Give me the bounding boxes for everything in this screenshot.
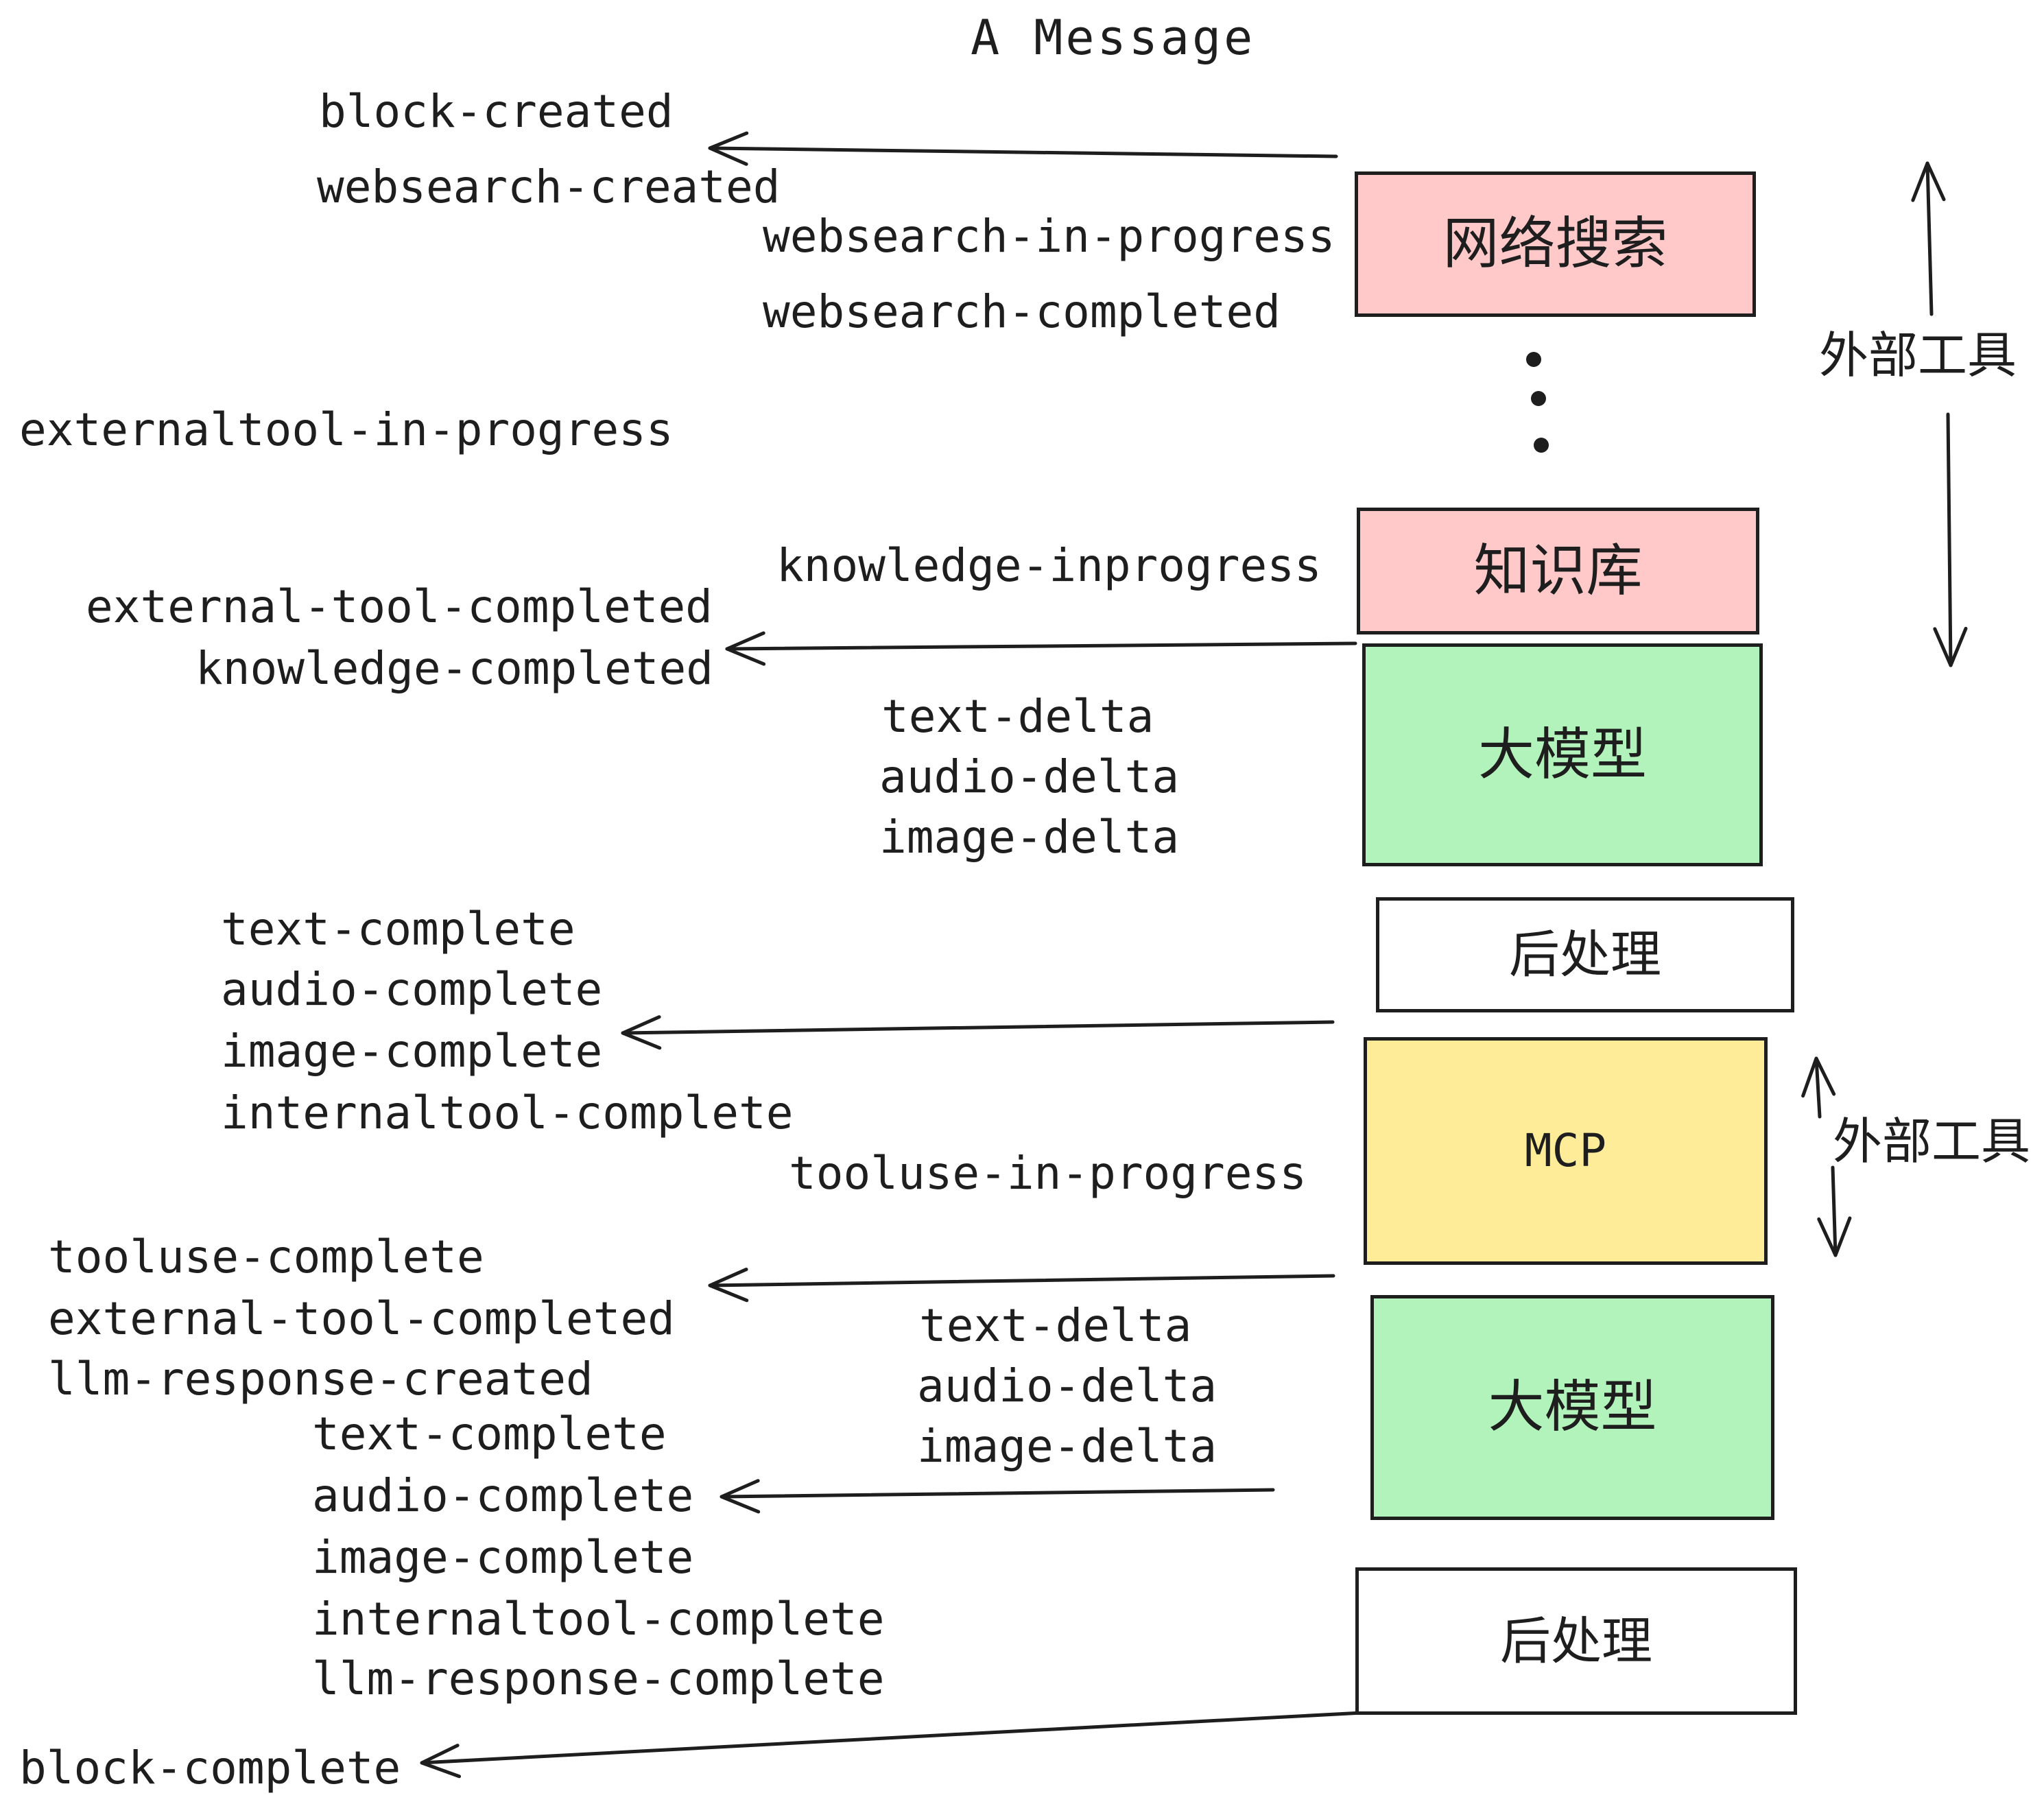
event-label: knowledge-completed xyxy=(195,642,713,695)
ellipsis-dot xyxy=(1534,438,1549,453)
event-label: audio-delta xyxy=(917,1360,1217,1412)
event-label: block-complete xyxy=(19,1742,401,1794)
event-label: audio-delta xyxy=(879,750,1180,803)
ellipsis-dot xyxy=(1531,391,1546,406)
event-label: audio-complete xyxy=(221,963,603,1016)
box-post-process-1: 后处理 xyxy=(1376,897,1794,1012)
box-label: 知识库 xyxy=(1473,538,1643,604)
box-label: 大模型 xyxy=(1488,1375,1657,1440)
event-label: text-delta xyxy=(881,690,1154,743)
arrow-external-tool-up-2 xyxy=(1801,1056,1836,1119)
event-label: tooluse-complete xyxy=(48,1231,484,1283)
event-label: externaltool-in-progress xyxy=(19,403,674,456)
arrow-external-tool-up-1 xyxy=(1911,161,1946,316)
event-label: audio-complete xyxy=(312,1469,694,1522)
event-label: image-complete xyxy=(312,1531,694,1584)
arrow-to-audio-complete xyxy=(720,1479,1275,1514)
box-knowledge-base: 知识库 xyxy=(1357,508,1759,634)
box-mcp: MCP xyxy=(1364,1037,1768,1265)
event-label: knowledge-inprogress xyxy=(776,539,1322,592)
event-label: text-complete xyxy=(312,1408,667,1460)
side-label-external-tools: 外部工具 xyxy=(1833,1113,2031,1170)
event-label: image-delta xyxy=(917,1420,1217,1473)
event-label: llm-response-complete xyxy=(312,1652,885,1705)
event-label: image-complete xyxy=(221,1025,603,1078)
box-label: 后处理 xyxy=(1500,1611,1652,1671)
event-label: external-tool-completed xyxy=(86,580,713,633)
event-label: websearch-in-progress xyxy=(763,210,1335,263)
box-llm-1: 大模型 xyxy=(1362,643,1763,866)
event-label: internaltool-complete xyxy=(312,1593,885,1646)
box-post-process-2: 后处理 xyxy=(1355,1567,1797,1715)
event-label: tooluse-in-progress xyxy=(789,1147,1307,1200)
box-label: MCP xyxy=(1524,1124,1607,1177)
arrow-to-tooluse-complete xyxy=(708,1268,1335,1303)
box-llm-2: 大模型 xyxy=(1370,1295,1774,1520)
event-label: external-tool-completed xyxy=(48,1292,675,1345)
arrow-external-tool-down-1 xyxy=(1933,412,1968,667)
arrow-to-block-complete xyxy=(420,1711,1364,1779)
arrow-to-image-complete xyxy=(621,1015,1335,1050)
arrow-to-knowledge-completed xyxy=(725,631,1357,666)
ellipsis-dot xyxy=(1526,352,1541,367)
event-label: image-delta xyxy=(879,811,1180,864)
event-label: internaltool-complete xyxy=(221,1087,794,1139)
event-label: text-complete xyxy=(221,903,575,956)
event-label: websearch-created xyxy=(317,161,781,213)
event-label: websearch-completed xyxy=(763,285,1281,338)
arrow-to-block-created xyxy=(708,131,1338,166)
box-websearch: 网络搜索 xyxy=(1355,171,1756,317)
box-label: 大模型 xyxy=(1477,722,1647,787)
event-label: block-created xyxy=(319,85,674,138)
arrow-external-tool-down-2 xyxy=(1817,1165,1852,1257)
box-label: 网络搜索 xyxy=(1442,211,1668,276)
diagram-title: A Message xyxy=(971,10,1256,66)
box-label: 后处理 xyxy=(1509,925,1661,984)
event-label: llm-response-created xyxy=(48,1353,593,1405)
event-label: text-delta xyxy=(919,1299,1192,1352)
side-label-external-tools: 外部工具 xyxy=(1819,327,2017,384)
